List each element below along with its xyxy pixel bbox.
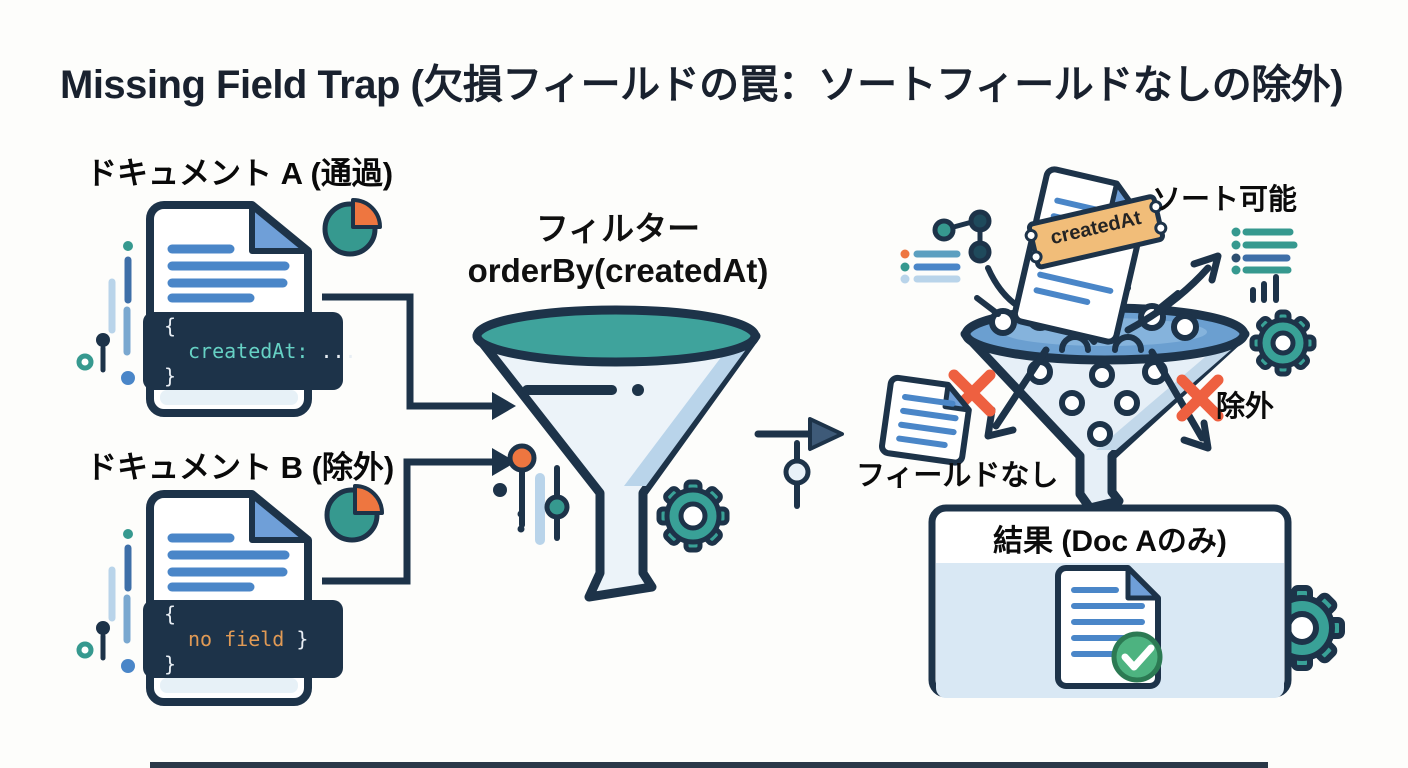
doc-b-label: ドキュメント B (除外)	[86, 450, 395, 485]
doc-a-code: { createdAt: ... }	[164, 314, 357, 389]
doc-b-code-open: {	[164, 602, 177, 626]
no-field-doc-icon	[879, 374, 972, 466]
result-doc-check-icon	[1055, 565, 1163, 689]
mini-bars-icon	[1250, 274, 1279, 303]
doc-a-code-close: }	[164, 364, 177, 388]
bottom-bar	[150, 762, 1268, 768]
filter-title: フィルター	[535, 210, 701, 247]
no-field-label: フィールドなし	[856, 460, 1059, 492]
bullet-list-right-icon	[1231, 227, 1298, 275]
page-title: Missing Field Trap (欠損フィールドの罠：ソートフィールドなし…	[60, 63, 1344, 107]
doc-a-code-open: {	[164, 314, 177, 338]
doc-b-code-box	[143, 600, 343, 678]
createdat-ticket-icon	[1024, 194, 1168, 270]
doc-b-code-field: no field	[188, 627, 285, 651]
doc-a-to-funnel-arrow	[322, 293, 516, 420]
doc-a-label: ドキュメント A (通過)	[86, 156, 394, 191]
bullet-list-left-icon	[900, 249, 961, 284]
doc-b-slider-decoration-icon	[76, 529, 135, 673]
filter-gear-icon	[656, 479, 730, 553]
doc-b-code-close: }	[164, 652, 177, 676]
doc-a-slider-decoration-icon	[76, 241, 135, 385]
filter-funnel-icon	[472, 305, 761, 602]
doc-a-code-box	[143, 312, 343, 390]
doc-a-code-field: createdAt:	[188, 339, 309, 363]
doc-b-to-funnel-arrow	[322, 448, 516, 585]
filter-knob-decoration-icon	[783, 440, 811, 509]
sortable-gear-icon	[1249, 309, 1317, 377]
doc-a-code-rest: ...	[308, 339, 357, 363]
filter-query: orderBy(createdAt)	[467, 252, 769, 289]
node-graph-icon	[932, 209, 992, 264]
sortable-label: ソート可能	[1152, 184, 1298, 216]
excluded-label: 除外	[1216, 391, 1275, 423]
excluded-left-arrow	[984, 346, 1050, 440]
filter-sliders-decoration-icon	[493, 443, 570, 545]
doc-b-pie-chart-icon	[324, 484, 384, 543]
result-title: 結果 (Doc Aのみ)	[993, 525, 1227, 558]
sortable-arrow	[1124, 252, 1222, 334]
x-mark-right-icon	[1176, 374, 1224, 422]
doc-a-pie-chart-icon	[322, 198, 382, 257]
doc-b-code-rest: }	[284, 627, 309, 651]
funnel-to-result-arrow	[754, 417, 844, 451]
excluded-right-arrow	[1148, 348, 1212, 452]
doc-b-code: { no field } }	[164, 602, 308, 677]
